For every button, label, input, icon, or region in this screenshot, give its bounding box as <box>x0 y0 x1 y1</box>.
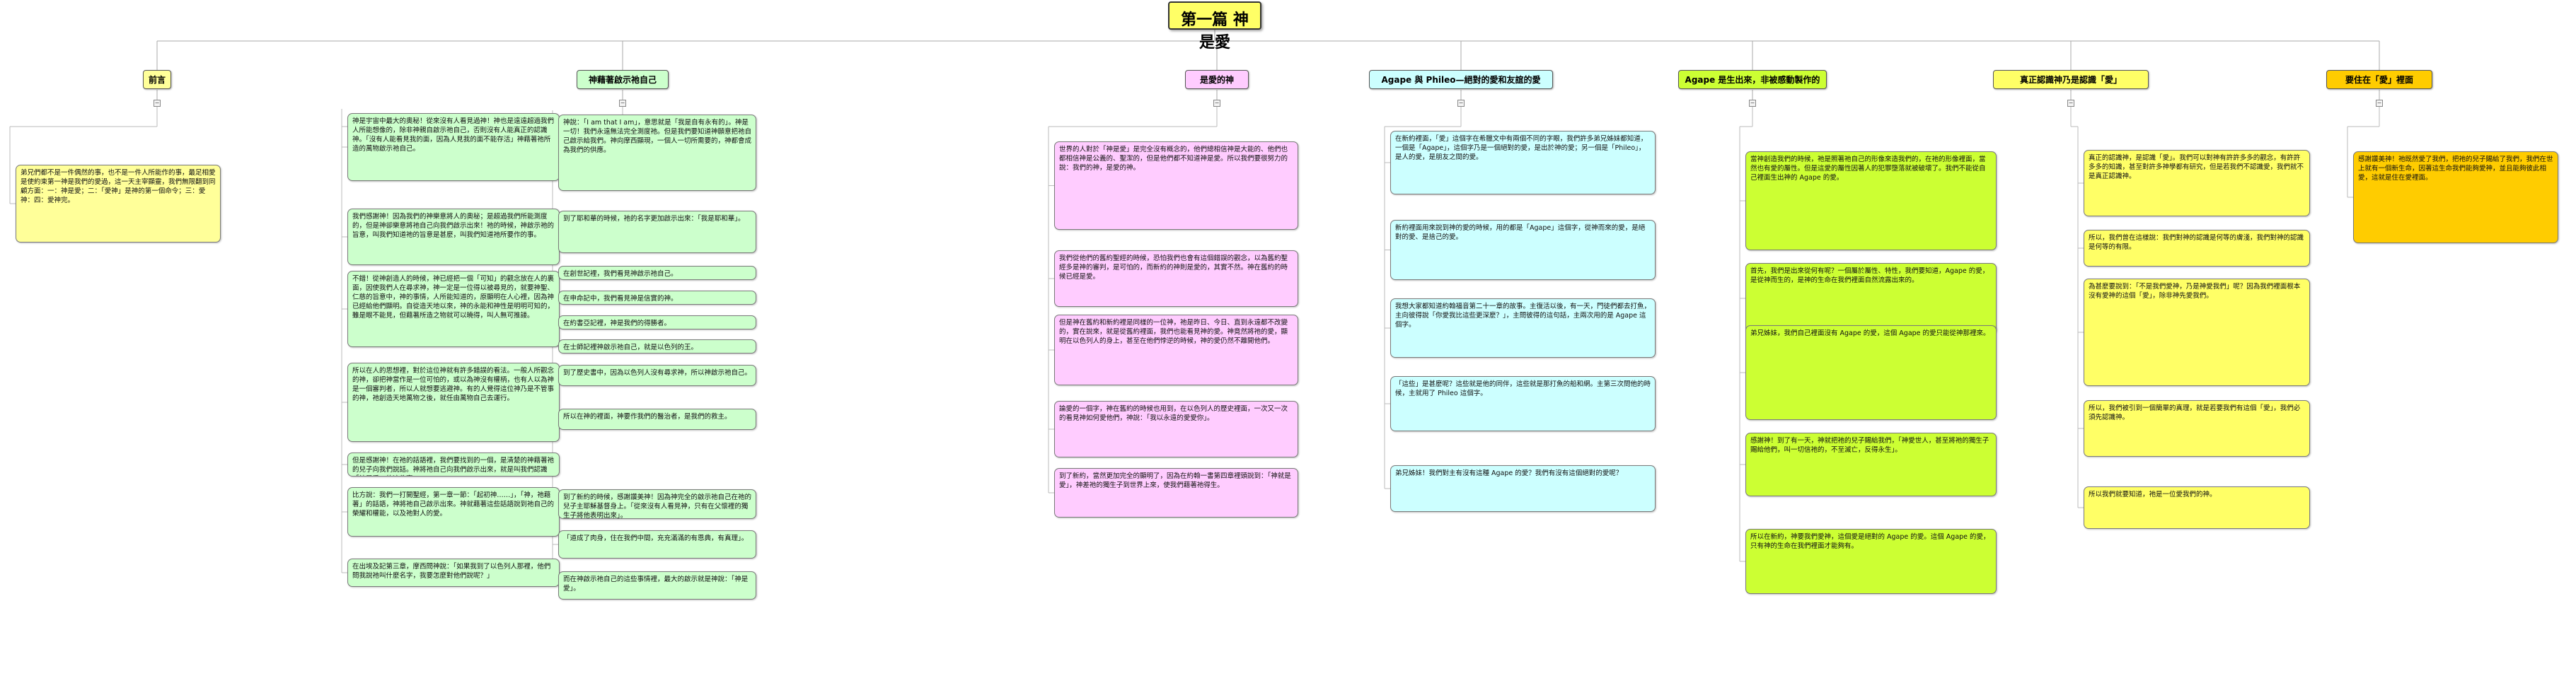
topic-node[interactable]: 所以，我們曾在這樣說：我們對神的認識是何等的膚淺，我們對神的認識是何等的有限。 <box>2084 230 2310 267</box>
topic-node[interactable]: 在出埃及記第三章，摩西問神說：「如果我到了以色列人那裡，他們問我說祂叫什麼名字，… <box>347 559 560 587</box>
topic-node[interactable]: 我想大家都知道約翰福音第二十一章的故事。主復活以後，有一天，門徒們都去打魚，主向… <box>1390 298 1656 358</box>
topic-node[interactable]: 所以，我們被引到一個簡單的真理，就是若要我們有這個「愛」，我們必須先認識神。 <box>2084 400 2310 457</box>
topic-node[interactable]: 感謝讚美神！祂既然愛了我們，把祂的兒子賜給了我們，我們在世上就有一個新生命，因著… <box>2353 151 2558 243</box>
branch-header-b7[interactable]: 要住在「愛」裡面 <box>2326 70 2432 89</box>
topic-node[interactable]: 到了新約，當然更加完全的顯明了，因為在約翰一書第四章裡頭說到：「神就是愛」，神差… <box>1054 468 1298 518</box>
branch-header-b2[interactable]: 神藉著啟示祂自己 <box>577 70 669 89</box>
topic-node[interactable]: 弟兄們都不是一件偶然的事，也不是一件人所能作的事，最足相愛是使約束第一神是我們的… <box>16 165 221 243</box>
topic-node[interactable]: 但是神在舊約和新約裡是同樣的一位神，祂是昨日、今日、直到永遠都不改變的，實在說來… <box>1054 315 1298 385</box>
collapse-toggle-icon[interactable]: − <box>1749 100 1756 107</box>
topic-node[interactable]: 神是宇宙中最大的奧秘！從來沒有人看見過神！神也是遠遠超過我們人所能想像的，除非神… <box>347 113 560 181</box>
topic-node[interactable]: 「道成了肉身，住在我們中間，充充滿滿的有恩典，有真理」。 <box>558 530 756 559</box>
branch-header-b6[interactable]: 真正認識神乃是認識「愛」 <box>1993 70 2149 89</box>
topic-node[interactable]: 感謝神！到了有一天，神就把祂的兒子賜給我們，「神愛世人，甚至將祂的獨生子賜給他們… <box>1745 433 1997 496</box>
collapse-toggle-icon[interactable]: − <box>619 100 626 107</box>
topic-node[interactable]: 真正的認識神，是認識「愛」。我們可以對神有許許多多的觀念，有許許多多的知識，甚至… <box>2084 150 2310 216</box>
topic-node[interactable]: 所以在新約，神要我們愛神，這個愛是絕對的 Agape 的愛。這個 Agape 的… <box>1745 529 1997 594</box>
topic-node[interactable]: 所以在人的思想裡，對於這位神就有許多錯誤的看法。一般人所觀念的神，卻把神當作是一… <box>347 363 560 442</box>
mindmap-title[interactable]: 第一篇 神是愛 <box>1168 1 1261 52</box>
topic-node[interactable]: 當神創造我們的時候，祂是照著祂自己的形像來造我們的，在祂的形像裡面，當然也有愛的… <box>1745 151 1997 250</box>
branch-header-b4[interactable]: Agape 與 Phileo—絕對的愛和友誼的愛 <box>1369 70 1553 89</box>
collapse-toggle-icon[interactable]: − <box>1213 100 1220 107</box>
topic-node[interactable]: 但是感謝神！在祂的話語裡，我們要找到的一個，是清楚的神藉著祂的兒子向我們說話。神… <box>347 453 560 477</box>
topic-node[interactable]: 到了新約的時候，感謝讚美神！因為神完全的啟示祂自己在祂的兒子主耶穌基督身上。「從… <box>558 489 756 519</box>
branch-header-b5[interactable]: Agape 是生出來，非被感動製作的 <box>1678 70 1827 89</box>
topic-node[interactable]: 所以我們就要知道，祂是一位愛我們的神。 <box>2084 486 2310 529</box>
topic-node[interactable]: 為甚麼要說到：「不是我們愛神，乃是神愛我們」呢？因為我們裡面根本沒有愛神的這個「… <box>2084 279 2310 386</box>
topic-node[interactable]: 比方說：我們一打開聖經，第一章一節：「起初神……」，「神，祂藉著」的話語，神將祂… <box>347 487 560 537</box>
topic-node[interactable]: 神說：「I am that I am」，意思就是「我是自有永有的」。神是一切！我… <box>558 115 756 191</box>
topic-node[interactable]: 在士師記裡神啟示祂自己，就是以色列的王。 <box>558 339 756 354</box>
topic-node[interactable]: 在申命記中，我們看見神是信實的神。 <box>558 291 756 305</box>
topic-node[interactable]: 弟兄姊妹，我們自己裡面沒有 Agape 的愛，這個 Agape 的愛只能從神那裡… <box>1745 325 1997 420</box>
topic-node[interactable]: 首先，我們是出來從何有呢？一個屬於屬性、特性，我們要知道，Agape 的愛，是從… <box>1745 263 1997 334</box>
branch-header-b3[interactable]: 是愛的神 <box>1185 70 1249 89</box>
topic-node[interactable]: 論愛的一個字，神在舊約的時候也用到，在以色列人的歷史裡面，一次又一次的看見神如何… <box>1054 401 1298 457</box>
topic-node[interactable]: 而在神啟示祂自己的這些事情裡，最大的啟示就是神說：「神是愛」。 <box>558 571 756 600</box>
topic-node[interactable]: 到了耶和華的時候，祂的名字更加啟示出來：「我是耶和華」。 <box>558 211 756 253</box>
topic-node[interactable]: 在創世記裡，我們看見神啟示祂自己。 <box>558 266 756 280</box>
topic-node[interactable]: 到了歷史書中，因為以色列人沒有尋求神，所以神啟示祂自己。 <box>558 365 756 386</box>
topic-node[interactable]: 在約書亞記裡，神是我們的得勝者。 <box>558 315 756 329</box>
topic-node[interactable]: 我們感謝神！因為我們的神樂意將人的奧秘；是超過我們所能測度的，但是神卻樂意將祂自… <box>347 209 560 265</box>
collapse-toggle-icon[interactable]: − <box>154 100 161 107</box>
topic-node[interactable]: 不錯！從神創造人的時候，神已經把一個「可知」的觀念放在人的裏面，因使我們人在尋求… <box>347 271 560 347</box>
collapse-toggle-icon[interactable]: − <box>2376 100 2383 107</box>
topic-node[interactable]: 「這些」是甚麼呢？這些就是他的同伴，這些就是那打魚的船和網。主第三次問他的時候，… <box>1390 376 1656 431</box>
topic-node[interactable]: 弟兄姊妹！我們對主有沒有這種 Agape 的愛？我們有沒有這個絕對的愛呢？ <box>1390 465 1656 512</box>
topic-node[interactable]: 世界的人對於「神是愛」是完全沒有概念的，他們總相信神是大能的、他們也都相信神是公… <box>1054 141 1298 230</box>
collapse-toggle-icon[interactable]: − <box>2067 100 2074 107</box>
topic-node[interactable]: 新約裡面用來說到神的愛的時候，用的都是「Agape」這個字，從神而來的愛，是絕對… <box>1390 220 1656 280</box>
topic-node[interactable]: 所以在神的裡面，神要作我們的醫治者，是我們的救主。 <box>558 409 756 430</box>
branch-header-b1[interactable]: 前言 <box>143 70 171 89</box>
collapse-toggle-icon[interactable]: − <box>1457 100 1465 107</box>
topic-node[interactable]: 我們從他們的舊約聖經的時候，恐怕我們也會有這個錯誤的觀念，以為舊約聖經多是神的審… <box>1054 250 1298 307</box>
topic-node[interactable]: 在新約裡面，「愛」這個字在希臘文中有兩個不同的字眼，我們許多弟兄姊妹都知道，一個… <box>1390 131 1656 194</box>
